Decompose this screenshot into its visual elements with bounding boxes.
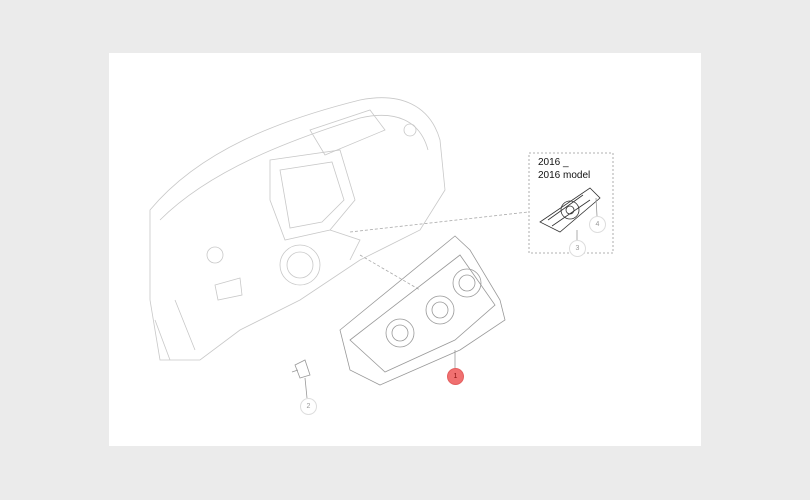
callout-4[interactable]: 4 <box>589 216 606 233</box>
climate-control-unit <box>539 187 601 233</box>
control-panel-part <box>339 235 506 386</box>
clip-part <box>291 359 311 399</box>
inset-label-model: 2016 model <box>538 170 591 181</box>
diagram-panel <box>109 53 701 446</box>
leader-lines <box>349 211 529 291</box>
callout-2[interactable]: 2 <box>300 398 317 415</box>
callout-3[interactable]: 3 <box>569 240 586 257</box>
callout-1[interactable]: 1 <box>447 368 464 385</box>
dashboard-outline <box>149 97 446 361</box>
inset-label-year: 2016 _ <box>538 157 569 168</box>
